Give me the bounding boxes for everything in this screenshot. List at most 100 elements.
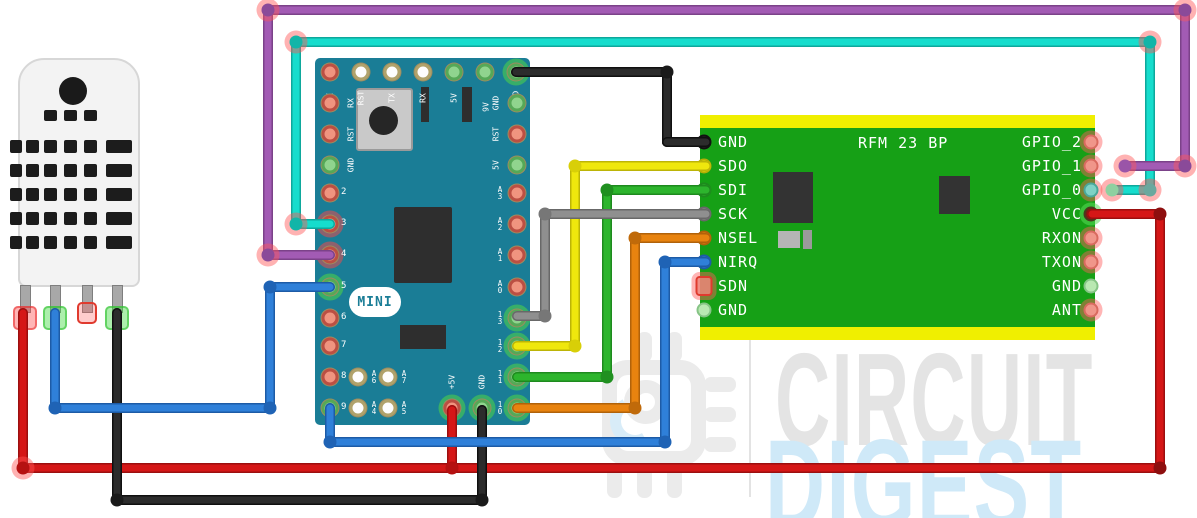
arduino-pin (379, 399, 397, 417)
arduino-pin (321, 156, 339, 174)
pin-label: A 4 (371, 400, 377, 416)
pin-label: 7 (341, 340, 347, 350)
arduino-pin (508, 278, 526, 296)
mini-label: MINI (357, 294, 393, 310)
wire-dot (323, 435, 337, 449)
rfm-board (700, 128, 1095, 327)
dht22-vent (84, 212, 97, 225)
rfm-pin-label: NIRQ (718, 253, 759, 271)
dht22-vent (10, 164, 22, 177)
wire-dot (261, 248, 275, 262)
dht22-hole (59, 77, 87, 105)
rfm-pin-label: RXON (1041, 229, 1082, 247)
wire-segment (18, 308, 28, 473)
wire-dot (600, 370, 614, 384)
wire-segment (291, 219, 335, 229)
dht22-vent (84, 236, 97, 249)
wire-segment (602, 185, 612, 382)
dht22-vent (64, 110, 77, 121)
dht22-vent (44, 236, 57, 249)
rfm-pin-label: GPIO_0 (1021, 181, 1082, 199)
wire-dot (568, 159, 582, 173)
pin-label: 1 2 (497, 338, 503, 354)
rfm-right-pad (1083, 302, 1099, 318)
watermark-divider (749, 333, 751, 497)
rfm-left-pad (695, 276, 713, 296)
wire-segment (50, 403, 275, 413)
arduino-pin (349, 399, 367, 417)
pin-label: 6 (341, 312, 347, 322)
pin-label: 2 (341, 187, 347, 197)
rfm-right-pad (1083, 182, 1099, 198)
wire-segment (630, 233, 640, 413)
dht22-vent (26, 164, 39, 177)
arduino-pin (352, 63, 370, 81)
wire-dot (600, 183, 614, 197)
arduino-pin (321, 337, 339, 355)
wire-dot (475, 493, 489, 507)
dht22-vent (44, 140, 57, 153)
arduino-pin (349, 368, 367, 386)
rfm-pin-label: NSEL (718, 229, 759, 247)
arduino-pin (321, 125, 339, 143)
smd-part (462, 87, 472, 122)
wire-segment (512, 403, 640, 413)
rfm-right-pad (1083, 134, 1099, 150)
wire-dot (1178, 3, 1192, 17)
dht22-vent (10, 188, 22, 201)
arduino-pin (445, 63, 463, 81)
dht22-vent (26, 140, 39, 153)
wire-dot (263, 401, 277, 415)
wire-dot (538, 309, 552, 323)
pin-label: A 0 (497, 279, 503, 295)
dht22-vent (10, 140, 22, 153)
rfm-pin-label: ANT (1051, 301, 1082, 319)
wire-segment (511, 67, 672, 77)
pin-label: 1 0 (497, 400, 503, 416)
wire-dot (261, 3, 275, 17)
wire-segment (263, 5, 1190, 15)
dht22-vent (84, 188, 97, 201)
rfm-pin-label: GPIO_2 (1021, 133, 1082, 151)
arduino-pin (379, 368, 397, 386)
dht22-vent (44, 164, 57, 177)
rfm-pin-label: VCC (1051, 205, 1082, 223)
rfm-pin-label: GPIO_1 (1021, 157, 1082, 175)
rfm-right-pad (1083, 230, 1099, 246)
wire-segment (1107, 185, 1155, 195)
pin-label: A 5 (401, 400, 407, 416)
wire-segment (325, 437, 670, 447)
wire-segment (602, 185, 711, 195)
pin-label: +5V (447, 374, 457, 390)
rfm-right-pad (1083, 158, 1099, 174)
pin-label: 5 (341, 281, 347, 291)
mcu-chip (394, 207, 452, 283)
arduino-pin (508, 246, 526, 264)
dht22-vent (106, 212, 132, 225)
arduino-pin (508, 184, 526, 202)
pin-label: 1 3 (497, 310, 503, 326)
wire-dot (568, 339, 582, 353)
wire-segment (18, 463, 1165, 473)
pin-label: 9 (341, 402, 347, 412)
dht22-vent (64, 212, 77, 225)
rfm-border-bottom (700, 327, 1095, 340)
dht22-vent (26, 188, 39, 201)
pin-label: RX (418, 93, 428, 103)
wire-segment (291, 37, 1155, 47)
arduino-pin (321, 63, 339, 81)
rfm-pin-label: TXON (1041, 253, 1082, 271)
wire-dot (289, 35, 303, 49)
dht22-vent (106, 140, 132, 153)
wire-dot (1118, 159, 1132, 173)
arduino-pin (508, 94, 526, 112)
rfm-right-pad (1083, 278, 1099, 294)
dht22-vent (44, 110, 57, 121)
pin-label: RX (346, 98, 356, 108)
rfm-smd-part (778, 231, 800, 248)
pin-label: RST (346, 126, 356, 142)
arduino-pin (414, 63, 432, 81)
pin-label: GND (477, 374, 487, 390)
pin-label: 5V (491, 160, 501, 170)
